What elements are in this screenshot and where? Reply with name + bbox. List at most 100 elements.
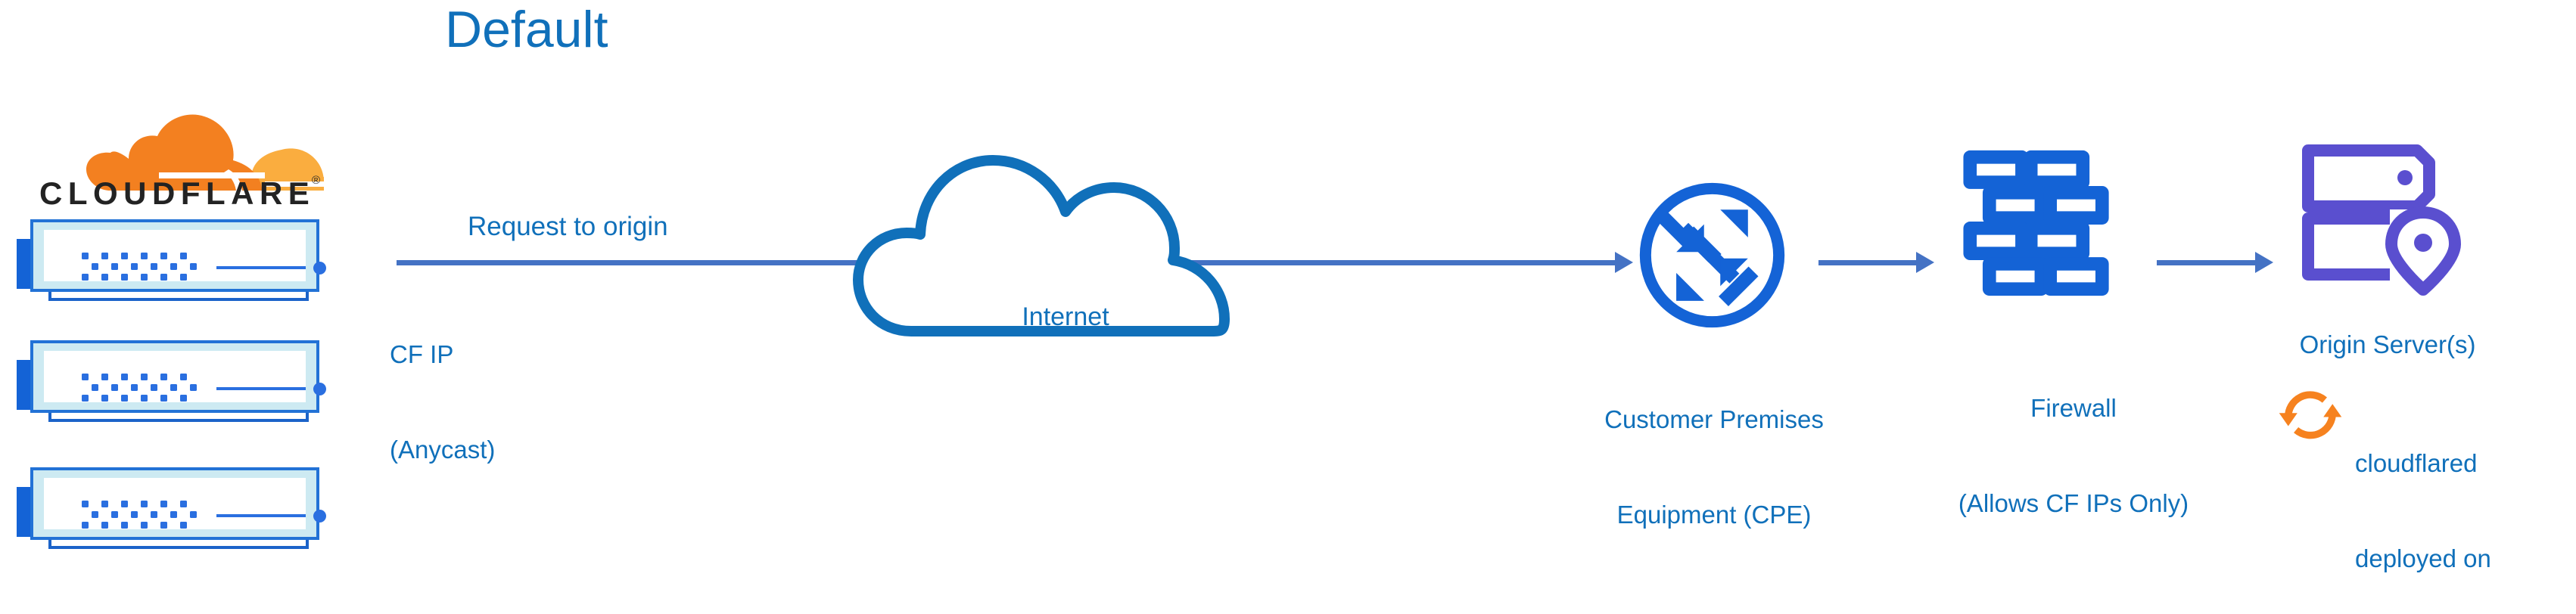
cloud-outline bbox=[853, 155, 1230, 336]
server-vent-dot bbox=[180, 253, 187, 259]
origin-server-label: Origin Server(s) bbox=[2299, 330, 2476, 358]
sync-arc-bottom bbox=[2294, 411, 2336, 439]
router-icon bbox=[1631, 174, 1794, 336]
server-vent-dot bbox=[151, 384, 157, 391]
server-vent-dot bbox=[111, 511, 118, 518]
logo-swoosh-top bbox=[159, 172, 265, 178]
server-vent-dot bbox=[82, 501, 89, 507]
server-vent-dot bbox=[101, 274, 108, 281]
logo-notch bbox=[224, 169, 242, 191]
cloudflare-wordmark: CLOUDFLARE bbox=[39, 175, 316, 211]
server-vent-dot bbox=[160, 274, 167, 281]
sync-refresh-svg bbox=[2279, 391, 2342, 439]
origin-location-pin bbox=[2385, 206, 2461, 296]
server-vent-dot bbox=[92, 511, 98, 518]
origin-server-svg bbox=[2302, 144, 2461, 296]
server-status-line bbox=[216, 387, 306, 390]
cf-ip-label-line2: (Anycast) bbox=[390, 436, 496, 464]
server-vent-dot bbox=[190, 263, 197, 270]
brick-r1-c2 bbox=[2024, 150, 2090, 189]
cloudflared-label-line1: cloudflared bbox=[2355, 449, 2478, 477]
server-faceplate bbox=[44, 230, 326, 281]
router-circle bbox=[1639, 182, 1785, 328]
server-vent-dot bbox=[160, 374, 167, 380]
server-vent-dot bbox=[141, 395, 148, 402]
server-vent-dot bbox=[141, 274, 148, 281]
request-to-origin-label: Request to origin bbox=[468, 212, 668, 241]
cpe-label: Customer Premises Equipment (CPE) bbox=[1536, 340, 1892, 594]
server-vent-dot bbox=[160, 522, 167, 529]
server-vent-dot bbox=[82, 253, 89, 259]
server-status-led bbox=[313, 510, 326, 523]
internet-label: Internet bbox=[1022, 302, 1109, 331]
server-vent-dot bbox=[180, 395, 187, 402]
sync-refresh-icon bbox=[2278, 382, 2343, 447]
firewall-label-line1: Firewall bbox=[2030, 394, 2117, 422]
sync-arc-top bbox=[2285, 391, 2327, 419]
server-status-line bbox=[216, 266, 306, 269]
logo-wedge-light bbox=[251, 148, 324, 191]
server-status-line bbox=[216, 514, 306, 517]
server-vent-dot bbox=[131, 384, 138, 391]
cf-ip-label: CF IP (Anycast) bbox=[390, 275, 617, 529]
origin-pin-dot bbox=[2414, 234, 2432, 252]
server-vent-dot bbox=[121, 374, 128, 380]
server-vent-dot bbox=[160, 501, 167, 507]
server-vent-dot bbox=[121, 501, 128, 507]
arrow-firewall-to-origin-head bbox=[2255, 252, 2273, 273]
brick-r3-c2 bbox=[2024, 222, 2090, 261]
server-vent-dot bbox=[121, 395, 128, 402]
edge-server-unit-1 bbox=[17, 219, 326, 301]
brick-wall-svg bbox=[1963, 150, 2109, 296]
server-vent-dot bbox=[170, 384, 177, 391]
server-vent-dot bbox=[141, 374, 148, 380]
server-vent-dot bbox=[121, 522, 128, 529]
cpe-label-line2: Equipment (CPE) bbox=[1616, 501, 1812, 529]
server-vent-dot bbox=[160, 253, 167, 259]
arrow-servers-to-cpe-head bbox=[1615, 252, 1633, 273]
server-vent-dot bbox=[141, 522, 148, 529]
brick-r2-c1 bbox=[1982, 185, 2049, 225]
edge-server-unit-2 bbox=[17, 340, 326, 422]
server-vent-dot bbox=[190, 384, 197, 391]
registered-trademark-mark: ® bbox=[312, 174, 321, 187]
server-vent-dot bbox=[180, 374, 187, 380]
server-vent-dot bbox=[170, 263, 177, 270]
origin-server-led-top bbox=[2397, 170, 2413, 185]
server-vent-dot bbox=[151, 263, 157, 270]
arrow-firewall-to-origin-line bbox=[2157, 260, 2259, 265]
cloudflare-logo bbox=[38, 106, 341, 219]
server-vent-dot bbox=[82, 522, 89, 529]
server-vent-dot bbox=[121, 274, 128, 281]
server-vent-dot bbox=[180, 501, 187, 507]
brick-r3-c1 bbox=[1963, 222, 2029, 261]
server-faceplate bbox=[44, 478, 326, 529]
server-vent-dot bbox=[92, 384, 98, 391]
server-vent-dot bbox=[82, 374, 89, 380]
server-vent-dot bbox=[82, 395, 89, 402]
firewall-label-line2: (Allows CF IPs Only) bbox=[1958, 489, 2189, 517]
cloudflared-label-line2: deployed on bbox=[2355, 544, 2491, 572]
server-vent-dot bbox=[101, 395, 108, 402]
server-vent-dot bbox=[121, 253, 128, 259]
server-vent-dot bbox=[92, 263, 98, 270]
server-vent-grid bbox=[82, 501, 197, 529]
cloudflare-logo-svg bbox=[86, 114, 327, 191]
server-side-tab bbox=[17, 487, 33, 537]
firewall-label: Firewall (Allows CF IPs Only) bbox=[1907, 329, 2240, 583]
server-vent-dot bbox=[180, 274, 187, 281]
arrow-cpe-to-firewall-line bbox=[1818, 260, 1921, 265]
server-faceplate bbox=[44, 351, 326, 402]
server-vent-dot bbox=[151, 511, 157, 518]
cf-ip-label-line1: CF IP bbox=[390, 340, 454, 368]
brick-r4-c1 bbox=[1982, 257, 2049, 296]
server-vent-dot bbox=[180, 522, 187, 529]
brick-r2-c2 bbox=[2043, 185, 2109, 225]
logo-cloud-dark bbox=[86, 114, 262, 191]
brick-wall-icon bbox=[1960, 147, 2115, 299]
logo-swoosh-bottom bbox=[265, 181, 327, 187]
server-vent-dot bbox=[101, 253, 108, 259]
server-vent-dot bbox=[141, 253, 148, 259]
server-vent-dot bbox=[170, 511, 177, 518]
